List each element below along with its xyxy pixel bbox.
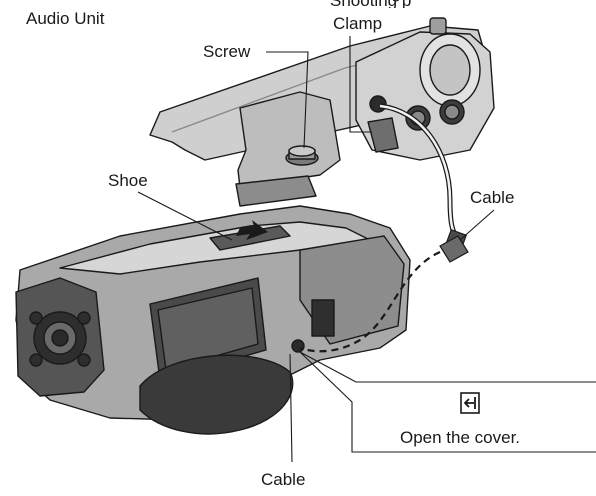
audio-unit-grip (237, 91, 341, 189)
arrow-into-box-icon (460, 392, 480, 414)
label-cable-top: Cable (470, 188, 515, 207)
mic-input-terminal (291, 339, 305, 353)
leader-cable-top (459, 209, 495, 241)
label-open-the-cover: Open the cover. (400, 428, 521, 447)
label-shoe: Shoe (108, 171, 148, 190)
label-audio-unit: Audio Unit (26, 9, 105, 28)
slide-in-arrow (236, 220, 268, 240)
cable-routing-dashed (299, 250, 441, 353)
hand-strap (139, 354, 294, 435)
camcorder-illustration (15, 205, 411, 435)
leader-cable-bottom (289, 353, 293, 463)
label-screw: Screw (203, 42, 251, 61)
leader-lines (137, 36, 596, 463)
leader-screw (266, 51, 309, 149)
leader-clamp (349, 36, 372, 133)
label-cable-bottom: Cable (261, 470, 306, 489)
leader-shoe (137, 191, 233, 241)
clipped-heading: Attaching the Audio Unit to the Shooting… (330, 0, 596, 8)
callout-frame (299, 351, 596, 453)
audio-unit-illustration (149, 17, 495, 207)
cable-plug (439, 228, 469, 263)
label-clamp: Clamp (333, 14, 383, 33)
clamp (367, 117, 399, 153)
